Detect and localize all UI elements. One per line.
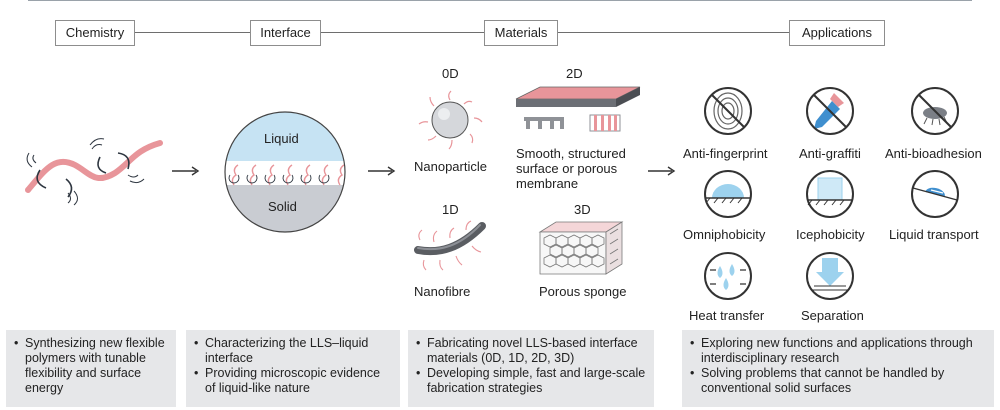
panel-bullet: Fabricating novel LLS-based interface ma… [416,336,646,366]
application-label: Omniphobicity [683,227,766,242]
panel-bullet: Synthesizing new flexible polymers with … [14,336,168,396]
heat-transfer-icon [704,252,752,300]
chemistry-panel: Synthesizing new flexible polymers with … [6,330,176,407]
header-connector [134,32,250,33]
surface-membrane-icon [515,86,641,132]
label-0d: 0D [442,66,459,81]
panel-bullet: Solving problems that cannot be handled … [690,366,986,396]
application-label: Heat transfer [689,308,765,323]
surface-label-line1: Smooth, structured [516,146,626,161]
surface-label-line3: membrane [516,176,579,191]
porous-sponge-icon [538,221,624,275]
nanoparticle-label: Nanoparticle [414,159,487,174]
solid-label: Solid [268,199,297,214]
interface-panel: Characterizing the LLS–liquid interface … [186,330,400,407]
header-interface: Interface [250,20,321,46]
panel-bullet: Providing microscopic evidence of liquid… [194,366,392,396]
application-label: Liquid transport [889,227,979,242]
polymer-chain-illustration [25,138,163,206]
icephobicity-icon [806,170,854,218]
application-label: Anti-graffiti [799,146,861,161]
interface-illustration [224,111,346,233]
liquid-transport-icon [911,170,959,218]
arrow-right-icon [172,166,200,176]
application-label: Icephobicity [796,227,865,242]
label-1d: 1D [442,202,459,217]
liquid-label: Liquid [264,131,299,146]
separation-icon [806,252,854,300]
header-applications: Applications [789,20,885,46]
anti-fingerprint-icon [704,87,752,135]
surface-label-line2: surface or porous [516,161,618,176]
header-connector [557,32,789,33]
panel-bullet: Developing simple, fast and large-scale … [416,366,646,396]
header-chemistry: Chemistry [55,20,135,46]
top-rule [28,0,972,1]
nanofibre-label: Nanofibre [414,284,471,299]
applications-panel: Exploring new functions and applications… [682,330,994,407]
materials-panel: Fabricating novel LLS-based interface ma… [408,330,654,407]
application-label: Anti-bioadhesion [885,146,982,161]
nanoparticle-icon [418,90,483,150]
anti-bioadhesion-icon [911,87,959,135]
application-label: Separation [801,308,864,323]
panel-bullet: Exploring new functions and applications… [690,336,986,366]
anti-graffiti-icon [806,87,854,135]
application-label: Anti-fingerprint [683,146,768,161]
arrow-right-icon [648,166,676,176]
label-3d: 3D [574,202,591,217]
omniphobicity-icon [704,170,752,218]
sponge-label: Porous sponge [539,284,627,299]
nanofibre-icon [414,220,486,271]
header-materials: Materials [484,20,558,46]
label-2d: 2D [566,66,583,81]
header-connector [320,32,484,33]
panel-bullet: Characterizing the LLS–liquid interface [194,336,392,366]
arrow-right-icon [368,166,396,176]
